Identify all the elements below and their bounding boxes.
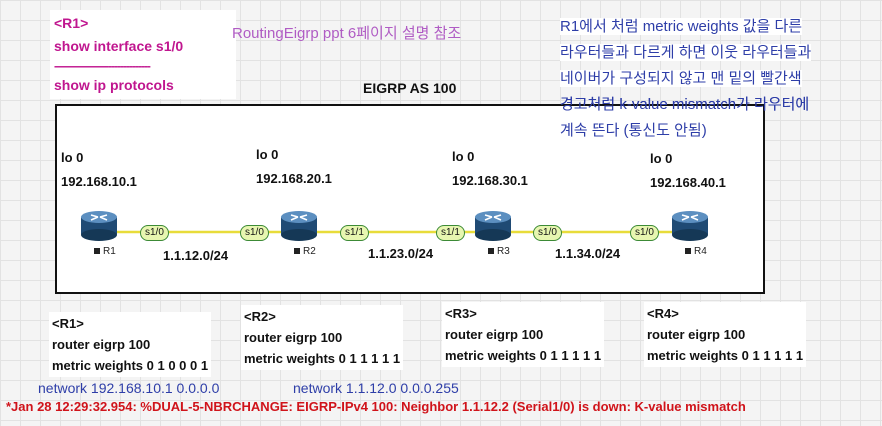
port-r3-s1-1[interactable]: s1/1 <box>436 225 465 241</box>
port-r2-s1-0[interactable]: s1/0 <box>240 225 269 241</box>
router-r1-label: R1 <box>94 246 116 257</box>
network-cmd-2: network 1.1.12.0 0.0.0.255 <box>293 380 459 396</box>
port-r4-s1-0[interactable]: s1/0 <box>630 225 659 241</box>
subnet-r1-r2: 1.1.12.0/24 <box>163 248 229 263</box>
eigrp-as-title: EIGRP AS 100 <box>363 80 457 96</box>
config-r3: <R3> router eigrp 100 metric weights 0 1… <box>442 302 605 367</box>
config-r4-line2: metric weights 0 1 1 1 1 1 <box>647 348 804 363</box>
config-r3-line2: metric weights 0 1 1 1 1 1 <box>445 348 602 363</box>
router-r3-label: R3 <box>488 246 510 257</box>
r1-note-cmd2: show ip protocols <box>54 77 174 93</box>
explanation-line1: R1에서 처럼 metric weights 값을 다른 <box>560 18 803 35</box>
config-r4: <R4> router eigrp 100 metric weights 0 1… <box>644 302 807 367</box>
explanation-line2: 라우터들과 다르게 하면 이웃 라우터들과 <box>560 44 812 61</box>
explanation-line3: 네이버가 구성되지 않고 맨 밑의 빨간색 <box>560 70 802 87</box>
config-r1-line1: router eigrp 100 <box>52 337 151 352</box>
router-r3-icon[interactable] <box>473 211 513 243</box>
r1-note-divider: -------------------------------- <box>54 59 151 73</box>
config-r1-title: <R1> <box>52 316 84 331</box>
router-r2-label: R2 <box>294 246 316 257</box>
config-r2-title: <R2> <box>244 309 276 324</box>
subnet-r3-r4: 1.1.34.0/24 <box>555 246 621 261</box>
topology-frame <box>55 104 765 294</box>
subnet-r2-r3: 1.1.23.0/24 <box>368 246 434 261</box>
config-r4-title: <R4> <box>647 306 679 321</box>
config-r1-line2: metric weights 0 1 0 0 0 1 <box>52 358 209 373</box>
network-cmd-1: network 192.168.10.1 0.0.0.0 <box>38 380 220 396</box>
k-value-mismatch-log: *Jan 28 12:29:32.954: %DUAL-5-NBRCHANGE:… <box>6 399 746 414</box>
router-r4-label: R4 <box>685 246 707 257</box>
config-r2: <R2> router eigrp 100 metric weights 0 1… <box>241 305 404 370</box>
router-r2-icon[interactable] <box>279 211 319 243</box>
ppt-reference: RoutingEigrp ppt 6페이지 설명 참조 <box>232 25 462 42</box>
config-r4-line1: router eigrp 100 <box>647 327 746 342</box>
router-r1-icon[interactable] <box>79 211 119 243</box>
config-r2-line1: router eigrp 100 <box>244 330 343 345</box>
port-r3-s1-0[interactable]: s1/0 <box>533 225 562 241</box>
config-r3-title: <R3> <box>445 306 477 321</box>
r1-note-title: <R1> <box>54 15 89 31</box>
config-r3-line1: router eigrp 100 <box>445 327 544 342</box>
config-r1: <R1> router eigrp 100 metric weights 0 1… <box>49 312 212 377</box>
port-r2-s1-1[interactable]: s1/1 <box>340 225 369 241</box>
router-r4-icon[interactable] <box>670 211 710 243</box>
r1-note-cmd1: show interface s1/0 <box>54 38 184 54</box>
port-r1-s1-0[interactable]: s1/0 <box>140 225 169 241</box>
r1-command-note: <R1> show interface s1/0 ---------------… <box>50 10 236 99</box>
config-r2-line2: metric weights 0 1 1 1 1 1 <box>244 351 401 366</box>
